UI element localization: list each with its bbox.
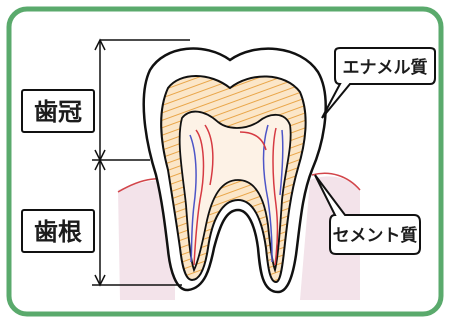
enamel-label: エナメル質 xyxy=(343,57,428,78)
crown-label: 歯冠 xyxy=(34,98,82,126)
root-label: 歯根 xyxy=(34,218,82,246)
cementum-label: セメント質 xyxy=(333,225,418,246)
